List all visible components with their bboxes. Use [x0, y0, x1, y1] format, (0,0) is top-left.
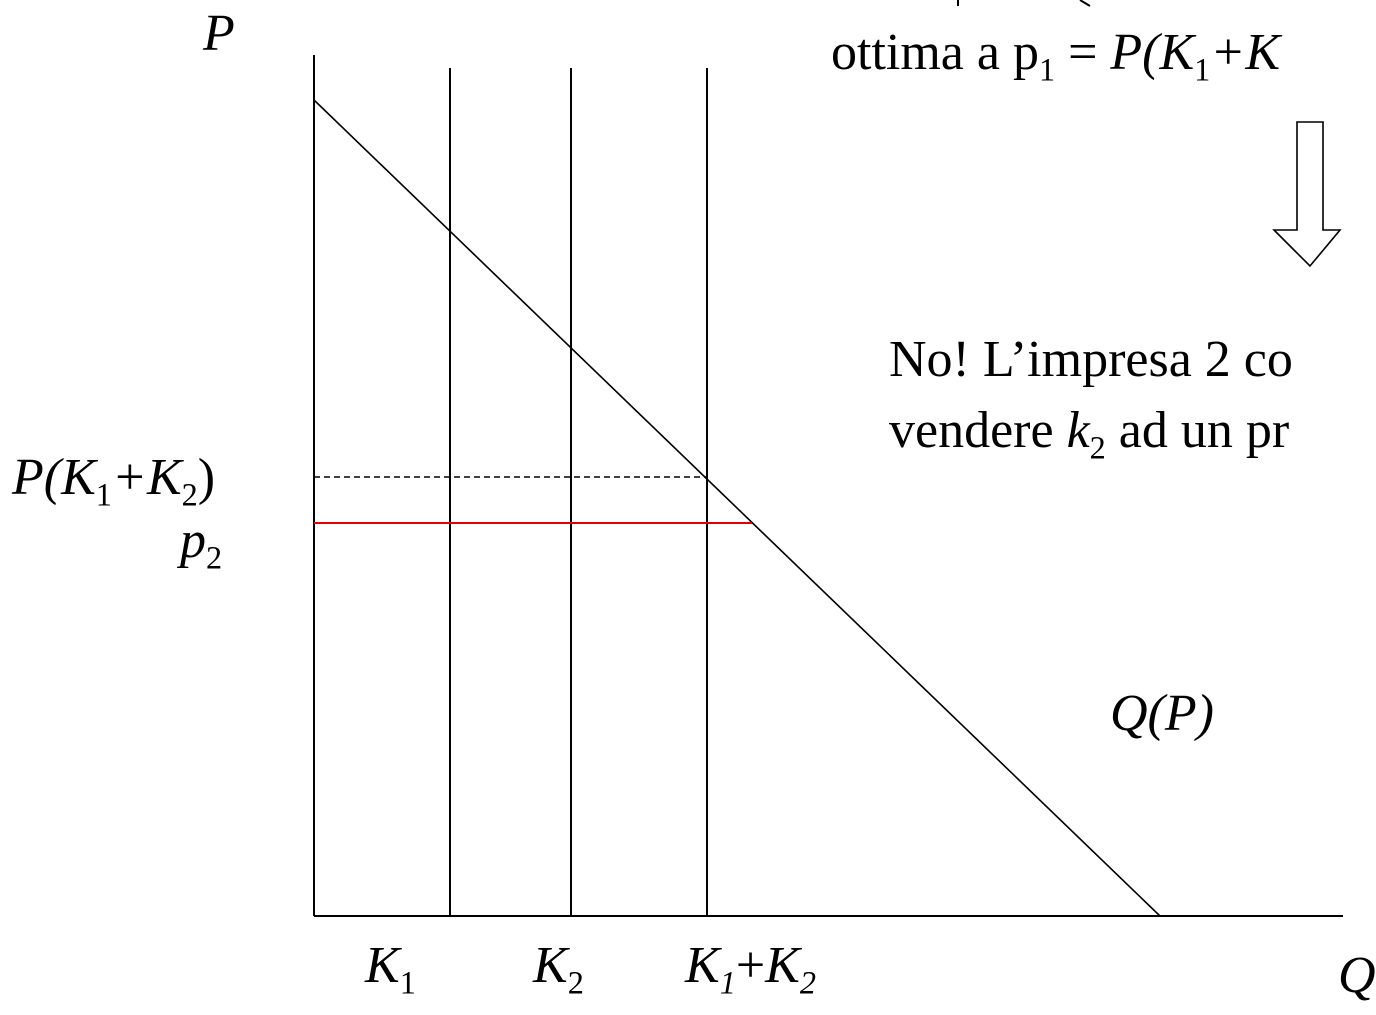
k1k2-label-sub2: 2: [799, 964, 816, 1001]
k1-label-sub: 1: [399, 964, 416, 1001]
capacity-price-sub2: 2: [181, 476, 198, 513]
right-text-var: k: [1066, 402, 1090, 459]
k1k2-label-a: K: [685, 937, 720, 994]
top-text-func: P(K: [1110, 24, 1195, 81]
demand-curve-label: Q(P): [1110, 685, 1214, 742]
k1k2-label-b: K: [765, 937, 800, 994]
k1k2-label-plus: +: [735, 937, 766, 994]
top-cut-text-fragment: [957, 0, 1091, 7]
right-text-sub: 2: [1089, 429, 1106, 466]
capacity-price-end: ): [197, 449, 216, 506]
k2-label-main: K: [533, 937, 568, 994]
top-text-sub2: 1: [1194, 51, 1211, 88]
capacity-price-label: P(K1+K2): [12, 449, 216, 511]
k1-label: K1: [365, 937, 416, 999]
p2-label: p2: [180, 512, 222, 574]
right-text-line1: No! L’impresa 2 co: [889, 331, 1293, 388]
top-text-prefix: ottima a p: [831, 24, 1039, 81]
top-text-sub1: 1: [1038, 51, 1056, 88]
right-text-prefix: vendere: [889, 402, 1067, 459]
k2-label-sub: 2: [567, 964, 584, 1001]
capacity-price-mid: +K: [111, 449, 182, 506]
top-text-mid: =: [1055, 24, 1111, 81]
x-axis-label: Q: [1338, 947, 1376, 1004]
right-text-suffix: ad un pr: [1105, 402, 1290, 459]
k1k2-label-sub1: 1: [719, 964, 736, 1001]
k2-label: K2: [533, 937, 584, 999]
p2-label-main: p: [180, 512, 206, 569]
top-text-end: +K: [1210, 24, 1281, 81]
k1-label-main: K: [365, 937, 400, 994]
right-text-line2: vendere k2 ad un pr: [889, 402, 1290, 464]
p2-label-sub: 2: [206, 539, 223, 576]
capacity-price-sub1: 1: [95, 476, 112, 513]
y-axis-label: P: [203, 5, 235, 62]
demand-curve: [313, 99, 1161, 917]
down-arrow-icon: [1272, 121, 1342, 268]
k1-plus-k2-label: K1+K2: [685, 937, 816, 999]
top-text-line: ottima a p1 = P(K1+K: [831, 24, 1281, 86]
capacity-price-main: P(K: [12, 449, 96, 506]
